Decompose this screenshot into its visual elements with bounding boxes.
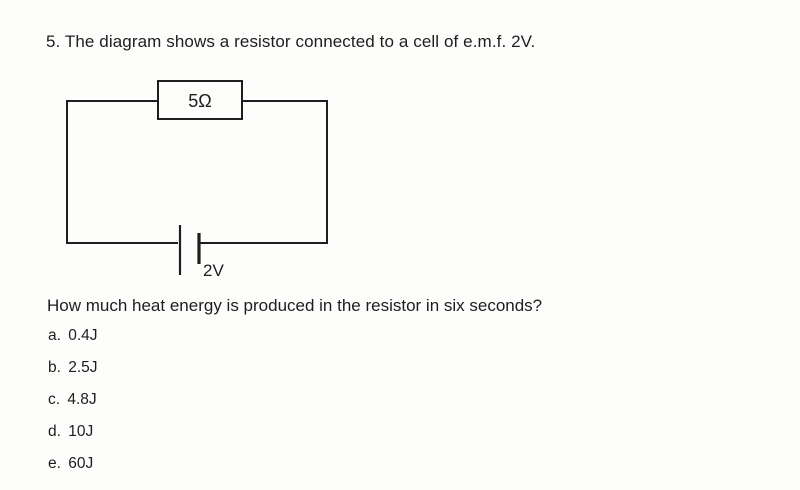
option-value: 2.5J	[68, 359, 98, 376]
option-a: a. 0.4J	[48, 324, 98, 356]
option-letter: d.	[48, 423, 61, 440]
wire-left	[66, 100, 178, 244]
option-value: 60J	[68, 455, 94, 472]
option-b: b. 2.5J	[48, 356, 98, 388]
option-value: 0.4J	[68, 327, 98, 344]
option-d: d. 10J	[48, 420, 98, 452]
option-letter: a.	[48, 327, 61, 344]
resistor-label: 5Ω	[188, 91, 211, 111]
cell-label: 2V	[203, 261, 224, 280]
option-value: 10J	[68, 423, 94, 440]
circuit-wires	[66, 100, 328, 244]
option-letter: e.	[48, 455, 61, 472]
wire-right	[200, 100, 328, 244]
prompt-text: How much heat energy is produced in the …	[47, 296, 543, 315]
option-letter: c.	[48, 391, 61, 408]
option-value: 4.8J	[67, 391, 97, 408]
question-text: 5. The diagram shows a resistor connecte…	[46, 32, 536, 51]
resistor	[157, 80, 243, 120]
option-c: c. 4.8J	[48, 388, 98, 420]
option-e: e. 60J	[48, 452, 98, 484]
option-letter: b.	[48, 359, 61, 376]
answer-options: a. 0.4J b. 2.5J c. 4.8J d. 10J e. 60J	[48, 324, 98, 484]
